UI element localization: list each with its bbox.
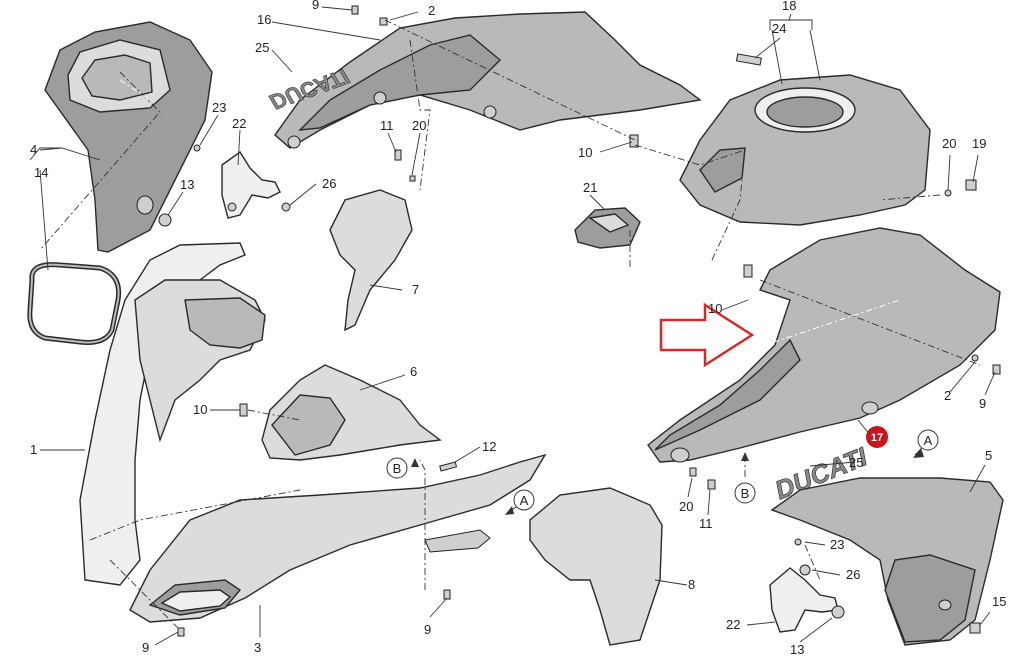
- callout-5: 5: [985, 448, 992, 463]
- callout-22: 22: [232, 116, 246, 131]
- callout-14: 14: [34, 165, 48, 180]
- callout-9: 9: [312, 0, 319, 12]
- part-21-connector-block: [574, 207, 641, 249]
- callout-2: 2: [428, 3, 435, 18]
- part-14-gasket-ring: [27, 262, 122, 345]
- part-5-lower-fairing: [770, 477, 1004, 646]
- part-8-side-cover: [529, 487, 663, 646]
- callout-7: 7: [412, 282, 419, 297]
- callout-11: 11: [380, 118, 394, 133]
- pointer-arrow-b-right: [741, 452, 749, 461]
- mark-a-right: A: [924, 433, 933, 448]
- part-6-inner-panel: [261, 364, 442, 461]
- callout-16: 16: [257, 12, 271, 27]
- callout-9-right: 9: [979, 396, 986, 411]
- callout-9-bottom-left: 9: [142, 640, 149, 655]
- callout-10-right: 10: [708, 301, 722, 316]
- part-22-bracket-right: [769, 567, 839, 633]
- callout-18: 18: [782, 0, 796, 13]
- part-18-tank-cover: [679, 74, 931, 226]
- highlight-badge: 17: [866, 426, 888, 448]
- callout-15: 15: [992, 594, 1006, 609]
- part-22-bracket-left: [221, 150, 281, 219]
- callout-12: 12: [482, 439, 496, 454]
- callout-13-right: 13: [790, 642, 804, 657]
- callout-6: 6: [410, 364, 417, 379]
- mark-b-left: B: [393, 461, 402, 476]
- part-16-upper-side-panel: DUCATI: [266, 11, 702, 149]
- part-1-front-fairing: [79, 242, 266, 586]
- part-17-right-side-panel: [647, 227, 1001, 463]
- callout-26: 26: [322, 176, 336, 191]
- callout-8: 8: [688, 577, 695, 592]
- callout-25-right: 25: [849, 455, 863, 470]
- callout-23: 23: [212, 100, 226, 115]
- callout-11-bottom: 11: [699, 516, 713, 531]
- callout-25: 25: [255, 40, 269, 55]
- pointer-arrow-a-right: [913, 448, 924, 458]
- part-7-bracket-cover: [329, 189, 413, 332]
- callout-20-right: 20: [942, 136, 956, 151]
- callout-1: 1: [30, 442, 37, 457]
- callout-13: 13: [180, 177, 194, 192]
- pointer-arrow-a-left: [505, 506, 514, 515]
- callout-24: 24: [772, 21, 786, 36]
- assembly-lines: [39, 19, 981, 631]
- mark-b-right: B: [741, 486, 750, 501]
- callout-labels: 9 2 16 25 4 14 23 22 13 26 11 20 7 6 10 …: [30, 0, 1006, 657]
- part-4-instrument-housing: [44, 21, 213, 253]
- callout-19: 19: [972, 136, 986, 151]
- callout-9-bottom-mid: 9: [424, 622, 431, 637]
- callout-20: 20: [412, 118, 426, 133]
- callout-22-right: 22: [726, 617, 740, 632]
- highlight-arrow: [659, 302, 755, 368]
- part-3-headlight-fairing: [129, 453, 547, 623]
- callout-10-mid: 10: [578, 145, 592, 160]
- badge-label: 17: [871, 432, 883, 444]
- callout-3: 3: [254, 640, 261, 655]
- callout-26-right: 26: [846, 567, 860, 582]
- callout-10-left: 10: [193, 402, 207, 417]
- callout-4: 4: [30, 142, 37, 157]
- callout-2-right: 2: [944, 388, 951, 403]
- mark-a-left: A: [520, 493, 529, 508]
- section-marks: B A A B: [386, 429, 939, 511]
- callout-23-right: 23: [830, 537, 844, 552]
- hardware-fasteners: [158, 5, 1001, 637]
- callout-21: 21: [583, 180, 597, 195]
- pointer-arrow-b-left: [411, 458, 419, 467]
- callout-20-bottom: 20: [679, 499, 693, 514]
